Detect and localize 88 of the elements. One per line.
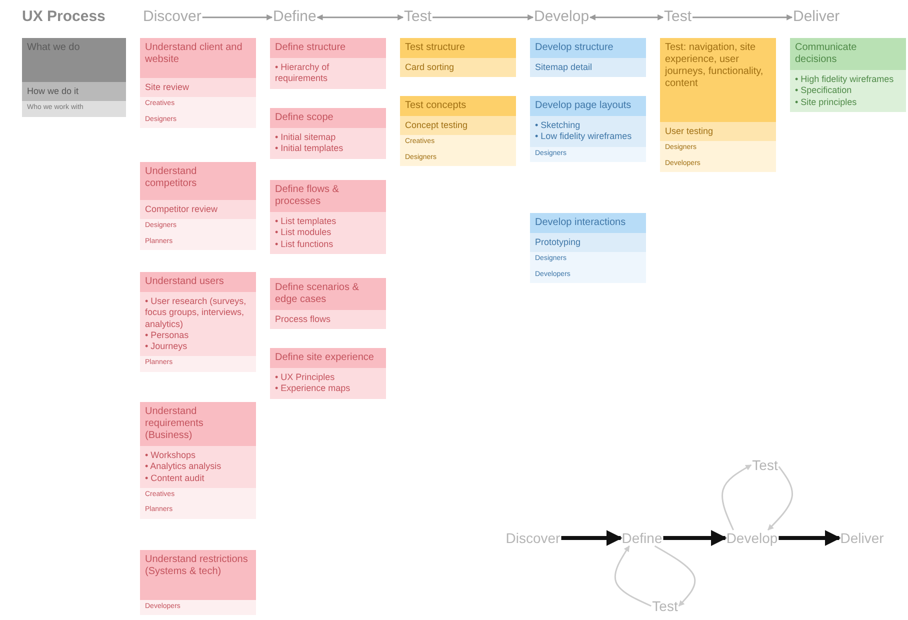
bullet-item: • Site principles	[795, 96, 858, 108]
bullet-item: • Analytics analysis	[145, 461, 222, 472]
stage-label: Test	[751, 457, 779, 473]
arrow	[722, 464, 752, 530]
activity-card	[400, 38, 516, 78]
activity-heading: Test concepts	[400, 96, 516, 116]
phase-heading: Discover	[142, 8, 202, 25]
stage-label: Deliver	[839, 530, 885, 546]
activity-card	[140, 162, 256, 250]
arrow	[432, 14, 534, 20]
activity-heading: Define site experience	[270, 348, 386, 368]
method-band: User testing	[660, 122, 776, 142]
arrow	[767, 466, 793, 531]
arrow	[561, 530, 622, 546]
activity-heading: Develop structure	[530, 38, 646, 58]
activity-card	[530, 213, 646, 284]
activity-heading: Understand requirements (Business)	[140, 402, 256, 446]
bullet-item: • User research (surveys, focus groups, interviews, analytics)	[145, 296, 248, 330]
activity-card	[140, 272, 256, 372]
arrow	[663, 530, 727, 546]
activity-heading: Develop page layouts	[530, 96, 646, 116]
bullet-item: • Initial templates	[275, 143, 344, 154]
bullet-item: • Initial sitemap	[275, 132, 337, 144]
stage-label: Develop	[725, 530, 779, 546]
activity-card	[270, 108, 386, 158]
bullet-item: • Low fidelity wireframes	[535, 131, 633, 142]
bullet-item: • Experience maps	[275, 383, 352, 394]
method-band: Concept testing	[400, 116, 516, 136]
bullet-item: • High fidelity wireframes	[795, 74, 895, 86]
stage-label: Discover	[504, 530, 562, 546]
bullet-item: • Sketching	[535, 120, 582, 132]
activity-heading: Test structure	[400, 38, 516, 58]
method-band: Site review	[140, 78, 256, 98]
arrow	[654, 545, 696, 607]
activity-heading: Test: navigation, site experience, user journeys, functionality, content	[660, 38, 776, 122]
bullet-item: • List functions	[275, 238, 334, 250]
bullet-item: • List templates	[275, 216, 338, 228]
activity-card	[270, 348, 386, 398]
arrow	[778, 530, 841, 546]
method-band: Process flows	[270, 310, 386, 330]
method-band: Prototyping	[530, 233, 646, 252]
phase-heading: Develop	[533, 8, 590, 25]
activity-card	[660, 38, 776, 172]
method-band: Sitemap detail	[530, 58, 646, 78]
phase-heading: Deliver	[792, 8, 841, 25]
bullet-item: • Workshops	[145, 450, 197, 462]
bullet-item: • Content audit	[145, 472, 206, 484]
diagram-title: UX Process	[22, 8, 106, 25]
bullet-item: • Specification	[795, 85, 853, 96]
activity-card	[530, 38, 646, 78]
activity-card	[270, 180, 386, 254]
key-label: How we do it	[22, 82, 126, 102]
bullet-item: • UX Principles	[275, 372, 336, 384]
activity-heading: Define scenarios & edge cases	[270, 278, 386, 310]
bullet-item: • Personas	[145, 330, 190, 341]
bullet-item: • Journeys	[145, 341, 188, 352]
bullet-item: • List modules	[275, 227, 332, 238]
method-band: Competitor review	[140, 200, 256, 220]
arrow	[692, 14, 793, 20]
phase-heading: Test	[663, 8, 693, 25]
activity-heading: Define flows & processes	[270, 180, 386, 212]
activity-card	[790, 38, 906, 112]
activity-card	[270, 278, 386, 330]
arrow	[589, 14, 664, 20]
stage-label: Test	[651, 598, 679, 614]
phase-heading: Test	[403, 8, 433, 25]
activity-heading: Communicate decisions	[790, 38, 906, 70]
activity-heading: Define scope	[270, 108, 386, 128]
method-band: Card sorting	[400, 58, 516, 78]
stage-label: Define	[620, 530, 664, 546]
activity-heading: Understand restrictions (Systems & tech)	[140, 550, 256, 600]
activity-card	[270, 38, 386, 88]
activity-card	[530, 96, 646, 162]
activity-heading: Understand client and website	[140, 38, 256, 78]
phase-heading: Define	[272, 8, 318, 25]
activity-heading: Develop interactions	[530, 213, 646, 233]
activity-card	[140, 550, 256, 616]
activity-heading: Understand users	[140, 272, 256, 292]
activity-card	[140, 402, 256, 519]
arrow	[202, 14, 273, 20]
activity-card	[400, 96, 516, 166]
activity-card	[140, 38, 256, 128]
key-card	[22, 38, 126, 117]
method-band: • Hierarchy of requirements	[270, 58, 386, 88]
activity-heading: Understand competitors	[140, 162, 256, 200]
arrow	[614, 546, 652, 607]
activity-heading: Define structure	[270, 38, 386, 58]
arrow	[316, 14, 404, 20]
